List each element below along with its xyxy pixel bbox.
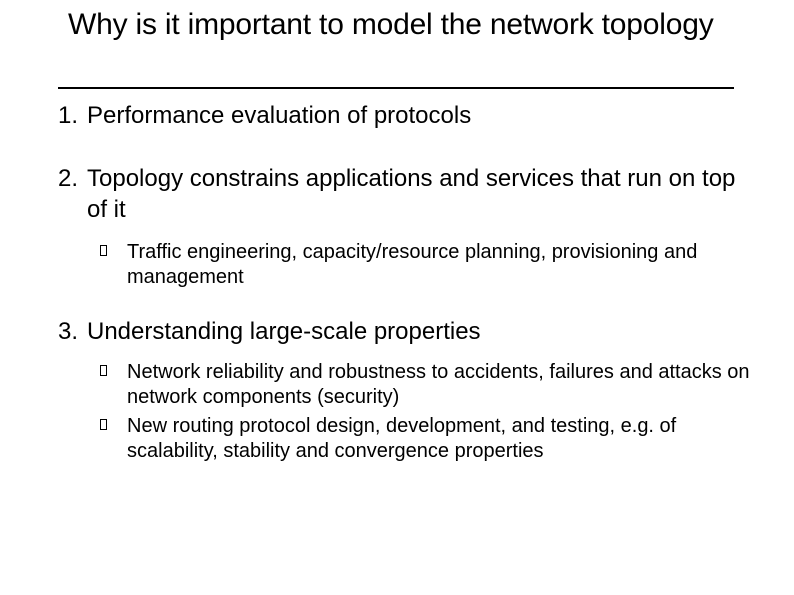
list-item: New routing protocol design, development… <box>58 414 758 464</box>
item-number-1: 1. <box>58 102 79 129</box>
square-bullet-icon <box>100 418 107 430</box>
sublist-item-2: Traffic engineering, capacity/resource p… <box>58 240 758 290</box>
square-bullet-icon <box>100 244 107 256</box>
spacer <box>58 226 758 240</box>
square-bullet-icon <box>100 365 107 377</box>
list-item: Traffic engineering, capacity/resource p… <box>58 240 758 290</box>
list-item-label: New routing protocol design, development… <box>127 414 677 462</box>
spacer <box>58 132 758 164</box>
sublist-item-3: Network reliability and robustness to ac… <box>58 360 758 464</box>
list-item-label: Network reliability and robustness to ac… <box>127 361 750 409</box>
list-item-label: Traffic engineering, capacity/resource p… <box>127 240 698 289</box>
body-content: 1. Performance evaluation of protocols 2… <box>58 101 758 464</box>
page-title: Why is it important to model the network… <box>68 8 714 41</box>
numbered-item-2: 2. Topology constrains applications and … <box>58 164 758 226</box>
spacer <box>58 290 758 317</box>
title-divider <box>58 87 734 89</box>
item-text-2: Topology constrains applications and ser… <box>87 164 736 223</box>
item-text-1: Performance evaluation of protocols <box>87 102 472 129</box>
item-number-2: 2. <box>58 164 79 192</box>
numbered-item-1: 1. Performance evaluation of protocols <box>58 101 758 132</box>
title-block: Why is it important to model the network… <box>68 6 748 44</box>
list-item: Network reliability and robustness to ac… <box>58 360 758 410</box>
numbered-item-3: 3. Understanding large-scale properties <box>58 317 758 348</box>
item-number-3: 3. <box>58 318 79 346</box>
spacer <box>58 348 758 360</box>
item-text-3: Understanding large-scale properties <box>87 318 481 346</box>
